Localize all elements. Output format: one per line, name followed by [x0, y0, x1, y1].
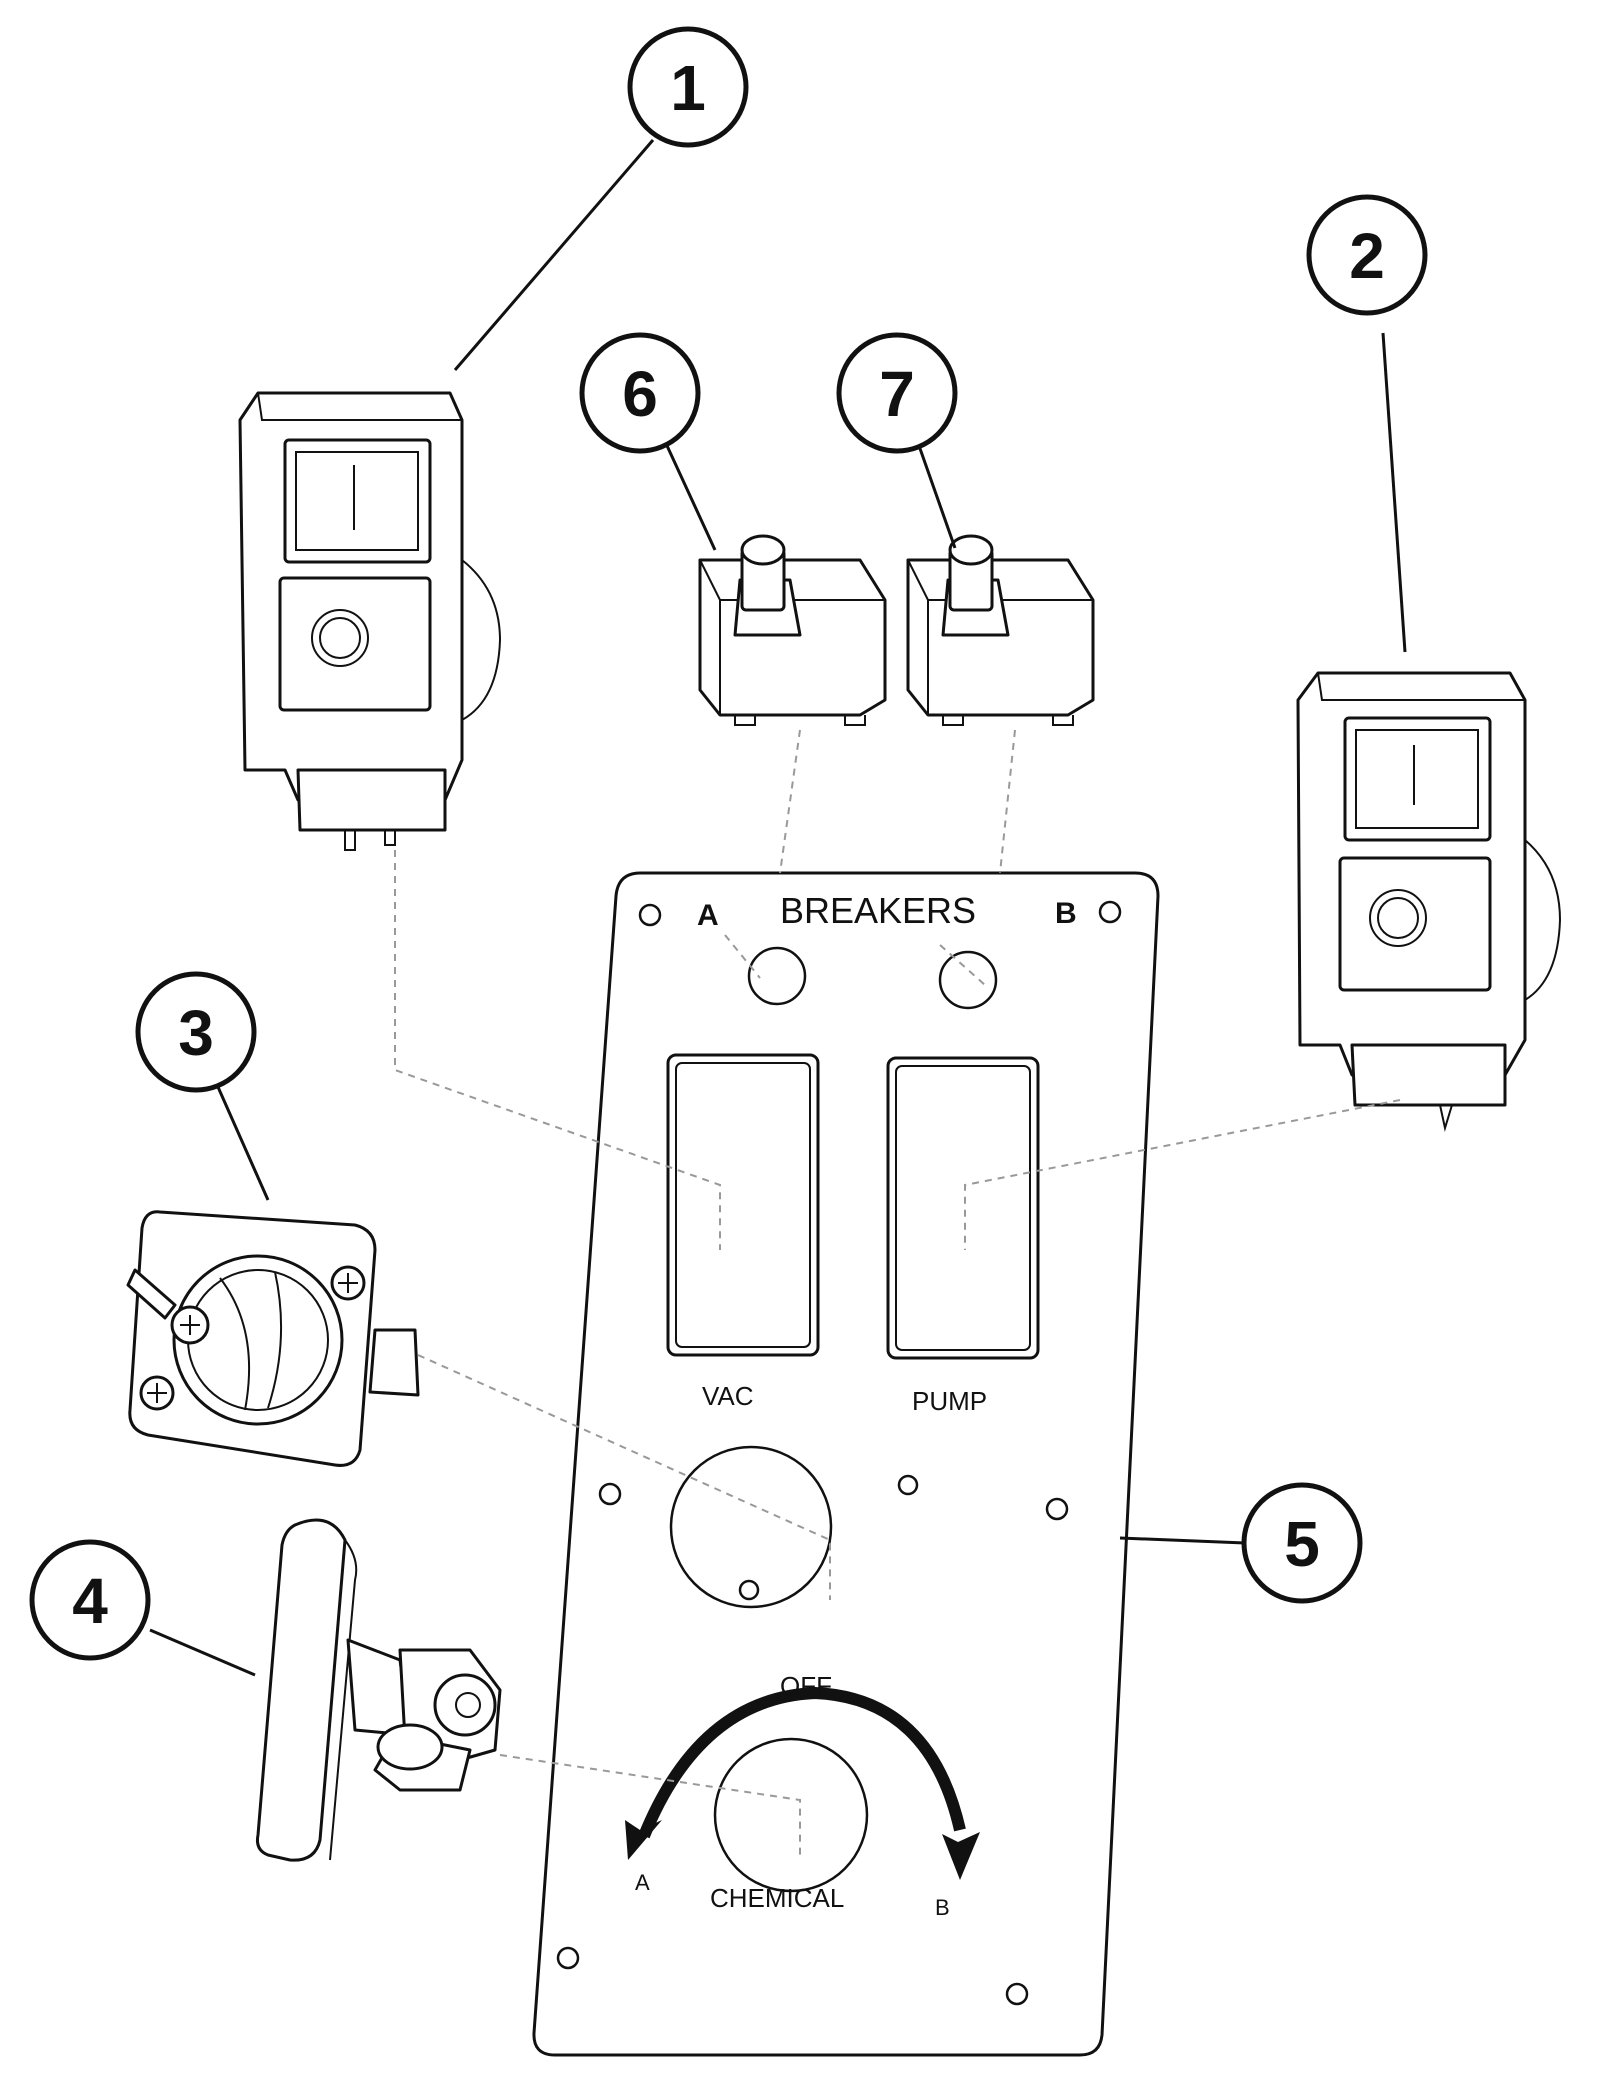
- leader-lines: [149, 139, 1407, 1677]
- chemical-b-label: B: [935, 1895, 950, 1920]
- chemical-valve-hole: [713, 1737, 869, 1893]
- callout-6: 6: [579, 332, 701, 454]
- chemical-arrow-right: [942, 1832, 980, 1880]
- breakers-label: BREAKERS: [780, 890, 976, 931]
- pump-switch-cutout: [886, 1056, 1040, 1360]
- callout-4: 4: [29, 1539, 151, 1661]
- callout-5: 5: [1241, 1482, 1363, 1604]
- callout-3: 3: [135, 971, 257, 1093]
- breaker-a-label: A: [697, 899, 719, 932]
- off-label: OFF: [780, 1671, 832, 1701]
- callout-1: 1: [627, 26, 749, 148]
- rocker-switch-2: [1296, 671, 1562, 1132]
- vac-switch-cutout: [666, 1053, 820, 1357]
- vac-label: VAC: [702, 1381, 754, 1411]
- callout-2-number: 2: [1349, 220, 1385, 292]
- pump-label: PUMP: [912, 1386, 987, 1416]
- callout-7: 7: [836, 332, 958, 454]
- callout-6-number: 6: [622, 358, 658, 430]
- callout-4-number: 4: [72, 1565, 108, 1637]
- breaker-7: [906, 534, 1095, 726]
- breaker-a-hole: [747, 946, 807, 1006]
- assembly-guide-lines: [394, 729, 1401, 1860]
- control-panel: BREAKERS A B VAC PUMP OFF CHEMICAL A B: [532, 871, 1160, 2057]
- callout-1-number: 1: [670, 52, 706, 124]
- callout-7-number: 7: [879, 358, 915, 430]
- chemical-a-label: A: [635, 1870, 650, 1895]
- callout-2: 2: [1306, 194, 1428, 316]
- callout-5-number: 5: [1284, 1508, 1320, 1580]
- valve-handle-4: [256, 1518, 502, 1862]
- connector-3: [126, 1210, 420, 1467]
- breaker-b-label: B: [1055, 897, 1077, 930]
- chemical-label: CHEMICAL: [710, 1883, 844, 1913]
- breaker-6: [698, 534, 887, 726]
- breaker-b-hole: [938, 950, 998, 1010]
- rocker-switch-1: [238, 391, 502, 851]
- callout-3-number: 3: [178, 997, 214, 1069]
- chemical-arrow-left: [625, 1820, 662, 1860]
